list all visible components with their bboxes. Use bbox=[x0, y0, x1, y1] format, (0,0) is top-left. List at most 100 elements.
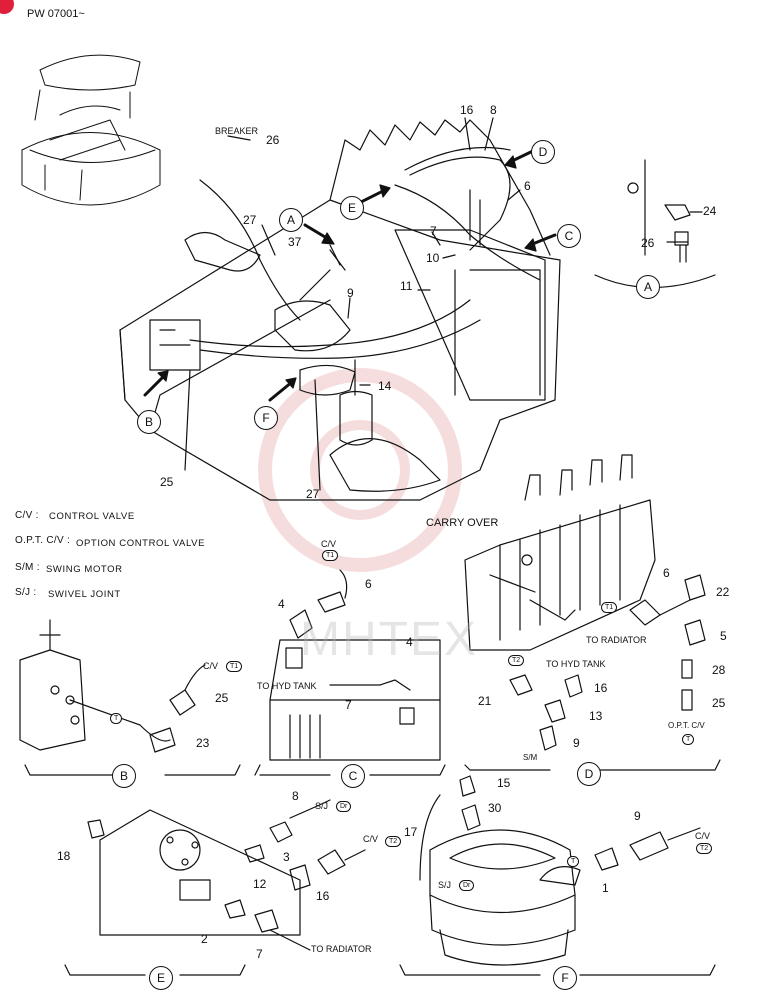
detail-b-drawing bbox=[19, 619, 241, 776]
detail-d-part-21: 21 bbox=[478, 694, 492, 708]
detail-d-t-tag: T bbox=[682, 734, 695, 745]
detail-a-part-24: 24 bbox=[703, 204, 717, 218]
detail-a-part-26: 26 bbox=[641, 236, 655, 250]
detail-b-part-23: 23 bbox=[196, 736, 210, 750]
corner-mark bbox=[0, 0, 14, 14]
detail-d-label: D bbox=[577, 762, 601, 786]
view-marker-b[interactable]: B bbox=[137, 410, 161, 434]
detail-d-drawing bbox=[464, 454, 721, 771]
detail-e-part-16: 16 bbox=[316, 889, 330, 903]
detail-e-drawing bbox=[64, 799, 366, 976]
detail-f-drawing bbox=[399, 775, 716, 976]
view-marker-e[interactable]: E bbox=[340, 196, 364, 220]
detail-d-part-5: 5 bbox=[720, 629, 727, 643]
overview-inset bbox=[21, 54, 161, 206]
legend-value-cv: CONTROL VALVE bbox=[49, 511, 135, 522]
detail-d-to-radiator: TO RADIATOR bbox=[586, 635, 647, 645]
detail-c-label: C bbox=[341, 764, 365, 788]
detail-e-part-7: 7 bbox=[256, 947, 263, 961]
detail-d-part-13: 13 bbox=[589, 709, 603, 723]
detail-e-label: E bbox=[149, 966, 173, 990]
part-10: 10 bbox=[426, 251, 440, 265]
detail-c-cv: C/V bbox=[321, 539, 337, 549]
part-26: 26 bbox=[266, 133, 280, 147]
detail-b-part-25: 25 bbox=[215, 691, 229, 705]
detail-e-part-2: 2 bbox=[201, 932, 208, 946]
detail-d-sm: S/M bbox=[523, 753, 538, 762]
detail-f-cv: C/V bbox=[695, 831, 711, 841]
detail-f-t2-tag: T2 bbox=[696, 843, 713, 854]
detail-e-cv: C/V bbox=[363, 834, 379, 844]
detail-d-t1-tag: T1 bbox=[601, 602, 618, 613]
detail-f-part-17: 17 bbox=[404, 825, 418, 839]
view-marker-c[interactable]: C bbox=[557, 224, 581, 248]
detail-f-dr-tag: Dr bbox=[459, 880, 475, 891]
detail-e-t2-tag: T2 bbox=[385, 836, 402, 847]
detail-e-part-12: 12 bbox=[253, 877, 267, 891]
detail-c-part-4-left: 4 bbox=[278, 597, 285, 611]
part-8: 8 bbox=[490, 103, 497, 117]
detail-d-opt-cv: O.P.T. C/V bbox=[668, 721, 705, 730]
detail-d-part-25: 25 bbox=[712, 696, 726, 710]
detail-b-t1-tag: T1 bbox=[226, 661, 243, 672]
detail-e-part-8: 8 bbox=[292, 789, 299, 803]
detail-f-part-9: 9 bbox=[634, 809, 641, 823]
detail-b-label: B bbox=[112, 764, 136, 788]
detail-f-part-1: 1 bbox=[602, 881, 609, 895]
detail-b-t-tag: T bbox=[110, 713, 123, 724]
detail-c-part-4-right: 4 bbox=[406, 635, 413, 649]
legend-value-opt-cv: OPTION CONTROL VALVE bbox=[76, 538, 206, 549]
detail-e-dr-tag: Dr bbox=[336, 801, 352, 812]
detail-d-carry-over: CARRY OVER bbox=[426, 517, 499, 529]
detail-d-part-9: 9 bbox=[573, 736, 580, 750]
part-11: 11 bbox=[400, 279, 413, 293]
detail-c-t1-tag: T1 bbox=[322, 550, 339, 561]
part-7: 7 bbox=[430, 224, 437, 238]
view-marker-a[interactable]: A bbox=[279, 208, 303, 232]
legend-key-sm: S/M : bbox=[15, 562, 40, 573]
detail-f-t-tag: T bbox=[567, 856, 580, 867]
detail-e-sj: S/J bbox=[315, 801, 329, 811]
legend-key-sj: S/J : bbox=[15, 587, 37, 598]
detail-e-part-3: 3 bbox=[283, 850, 290, 864]
part-25: 25 bbox=[160, 475, 174, 489]
part-6: 6 bbox=[524, 179, 531, 193]
serial-number: PW 07001~ bbox=[27, 8, 85, 20]
detail-d-part-22: 22 bbox=[716, 585, 730, 599]
detail-b-cv: C/V bbox=[203, 661, 219, 671]
detail-c-drawing bbox=[254, 569, 446, 776]
detail-d-part-6: 6 bbox=[663, 566, 670, 580]
detail-d-to-hyd-tank: TO HYD TANK bbox=[546, 659, 606, 669]
detail-f-label: F bbox=[553, 966, 577, 990]
detail-e-part-18: 18 bbox=[57, 849, 71, 863]
legend-value-sm: SWING MOTOR bbox=[46, 564, 123, 575]
legend-key-cv: C/V : bbox=[15, 510, 39, 521]
detail-a-drawing bbox=[594, 159, 716, 289]
part-9: 9 bbox=[347, 286, 354, 300]
breaker-label: BREAKER bbox=[215, 126, 259, 136]
view-marker-f[interactable]: F bbox=[254, 406, 278, 430]
part-16: 16 bbox=[460, 103, 474, 117]
detail-f-sj: S/J bbox=[438, 880, 452, 890]
main-assembly bbox=[119, 117, 561, 501]
legend-key-opt-cv: O.P.T. C/V : bbox=[15, 535, 71, 546]
detail-c-part-6: 6 bbox=[365, 577, 372, 591]
part-27-lower: 27 bbox=[306, 487, 320, 501]
detail-e-to-radiator: TO RADIATOR bbox=[311, 944, 372, 954]
part-14: 14 bbox=[378, 379, 392, 393]
detail-f-part-15: 15 bbox=[497, 776, 511, 790]
detail-d-t2-tag: T2 bbox=[508, 655, 525, 666]
detail-d-part-28: 28 bbox=[712, 663, 726, 677]
detail-f-part-30: 30 bbox=[488, 801, 502, 815]
part-37: 37 bbox=[288, 235, 302, 249]
watermark-text: MHTEX bbox=[300, 613, 478, 666]
detail-a-label: A bbox=[636, 275, 660, 299]
legend-value-sj: SWIVEL JOINT bbox=[48, 589, 121, 600]
watermark-gear bbox=[258, 368, 462, 572]
detail-c-part-7: 7 bbox=[345, 698, 352, 712]
detail-d-part-16: 16 bbox=[594, 681, 608, 695]
view-marker-d[interactable]: D bbox=[531, 140, 555, 164]
part-27: 27 bbox=[243, 213, 257, 227]
